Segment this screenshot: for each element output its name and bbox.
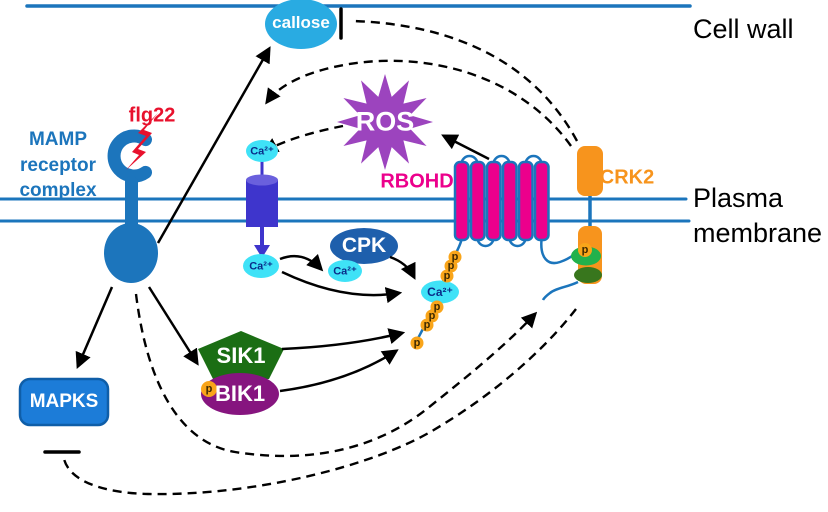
calcium-label: Ca²⁺ (249, 260, 273, 273)
phospho-label: p (447, 260, 455, 272)
rbohd-helix-2 (469, 160, 486, 242)
cpk-label: CPK (341, 234, 387, 257)
phospho-label: p (581, 244, 589, 256)
crk2-kinase-lobe-darkgreen (574, 267, 602, 283)
crk2-label: CRK2 (599, 166, 655, 189)
cpk-node (330, 228, 398, 264)
calcium-ion-on-rbohd (421, 280, 459, 304)
calcium-ion-cytosol-2 (328, 260, 362, 282)
rbohd-helix-4 (501, 160, 518, 242)
phospho-label: p (413, 337, 421, 349)
crk2-protein (541, 146, 603, 301)
flg22-bolt-icon (126, 113, 158, 170)
phospho-circle (410, 336, 424, 350)
sik1-label: SIK1 (216, 343, 266, 368)
phospho-label: p (423, 319, 431, 331)
phospho-circle (420, 318, 434, 332)
channel-flux-arrowhead (254, 245, 270, 258)
calcium-ion-apoplast (246, 140, 278, 162)
calcium-ion-cytosol-1 (243, 254, 279, 278)
arrow-receptor-to-callose (156, 46, 271, 244)
arrow-cpk-to-rbohd-tail (389, 255, 416, 280)
calcium-label: Ca²⁺ (250, 145, 274, 158)
dashed-connectors (62, 19, 579, 496)
rbohd-protein (412, 154, 576, 347)
ros-label: ROS (355, 106, 415, 137)
calcium-channel (246, 161, 278, 258)
phospho-circle (440, 269, 454, 283)
arrow-bik1-to-rbohd-tail (279, 349, 399, 393)
phospho-sites (201, 243, 592, 397)
mapks-node (18, 377, 110, 427)
crk2-tail-curve (541, 280, 579, 301)
arrow-rbohd-to-ros (441, 134, 490, 161)
rbohd-helix-3 (485, 160, 502, 242)
sik1-node (198, 331, 284, 379)
dashed-crk2-to-calcium-channel (265, 59, 572, 147)
callose-label: callose (272, 13, 330, 32)
mamp-receptor-shape (104, 129, 158, 283)
dashed-receptor-to-crk2-tail (134, 293, 538, 458)
mapks-label: MAPKS (29, 391, 99, 412)
dashed-crk2-to-callose (351, 19, 579, 142)
arrow-calcium-to-rbohd-tail (281, 270, 403, 304)
rbohd-helix-6 (533, 160, 550, 242)
rbohd-helix-1 (453, 160, 470, 242)
arrow-receptor-to-sik1 (147, 286, 199, 366)
arrow-sik1-to-rbohd-tail (281, 328, 406, 351)
mamp-receptor-label: MAMP receptor complex (19, 129, 97, 202)
calcium-ions (243, 140, 459, 304)
rbohd-label: RBOHD (380, 170, 454, 193)
solid-arrows (75, 46, 490, 393)
callose-vesicle (265, 0, 337, 49)
plasma-membrane-label: Plasma membrane (693, 183, 823, 249)
rbohd-cterminal-tail (540, 239, 576, 265)
calcium-label: Ca²⁺ (427, 285, 453, 299)
phospho-label: p (205, 383, 213, 395)
dashed-ros-to-calcium-channel (262, 124, 344, 153)
phospho-label: p (433, 301, 441, 313)
phospho-label: p (451, 251, 459, 263)
phospho-circle (444, 259, 458, 273)
phospho-label: p (428, 310, 436, 322)
channel-pore-top (246, 174, 278, 186)
flg22-label: flg22 (128, 104, 176, 127)
bik1-label: BIK1 (214, 381, 266, 406)
receptor-ectodomain-crescent (107, 129, 152, 183)
arrow-calcium-to-calcium (279, 253, 324, 272)
phospho-circle-crk2 (578, 243, 592, 257)
calcium-label: Ca²⁺ (333, 265, 357, 278)
bik1-node (201, 373, 279, 415)
dashed-crk2-to-mapks-inhibition (62, 308, 577, 496)
cell-wall-label: Cell wall (693, 14, 794, 44)
channel-body (246, 180, 278, 227)
receptor-kinase-domain (104, 223, 158, 283)
ros-burst (337, 74, 433, 170)
receptor-transmembrane-stem (125, 176, 138, 231)
phospho-label: p (443, 270, 451, 282)
crk2-ectodomain (577, 146, 603, 196)
rbohd-helix-5 (517, 160, 534, 242)
arrow-receptor-to-mapks (75, 286, 114, 369)
phospho-circle-bik1 (201, 381, 217, 397)
